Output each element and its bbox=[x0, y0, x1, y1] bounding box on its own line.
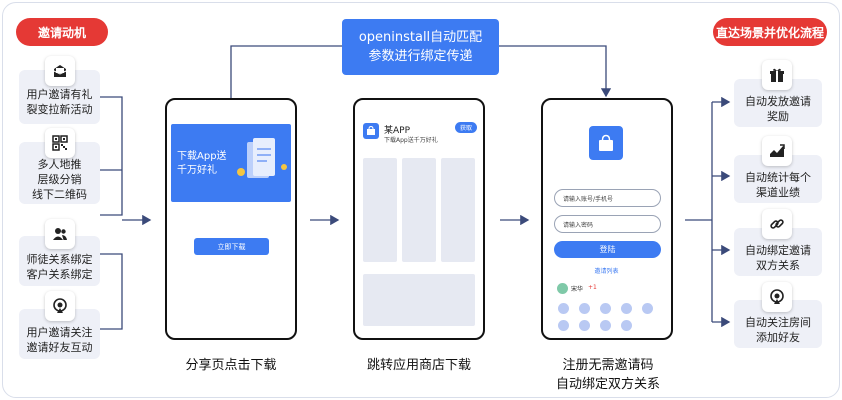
description-placeholder bbox=[363, 274, 475, 326]
avatar-placeholder bbox=[600, 320, 611, 331]
coin-icon bbox=[237, 168, 245, 176]
login-button[interactable]: 登陆 bbox=[554, 241, 661, 258]
coin-icon bbox=[281, 164, 287, 170]
avatar-placeholder bbox=[579, 320, 590, 331]
app-name: 某APP bbox=[384, 126, 411, 136]
live-room-icon bbox=[762, 282, 792, 312]
step1-caption: 分享页点击下载 bbox=[185, 358, 277, 373]
people-icon bbox=[45, 219, 75, 249]
motivation-card-2: 多人地推 层级分销 线下二维码 bbox=[19, 142, 100, 204]
banner-text: 下载App送 千万好礼 bbox=[177, 151, 227, 176]
link-icon bbox=[762, 209, 792, 239]
screenshot-placeholder bbox=[402, 158, 436, 262]
invite-list-title: 邀请列表 bbox=[594, 268, 619, 275]
app-logo-large bbox=[589, 126, 623, 160]
shopping-bag-icon bbox=[367, 126, 375, 135]
get-button[interactable]: 获取 bbox=[455, 122, 477, 133]
password-input[interactable]: 请输入密码 bbox=[554, 215, 661, 233]
invited-user-name: 宋华 bbox=[571, 286, 584, 293]
screenshot-placeholder bbox=[441, 158, 475, 262]
download-now-button[interactable]: 立即下载 bbox=[194, 238, 269, 255]
motivation-pill: 邀请动机 bbox=[16, 18, 108, 46]
qr-code-icon bbox=[45, 128, 75, 158]
scenario-pill: 直达场景并优化流程 bbox=[713, 18, 827, 46]
avatar-placeholder bbox=[558, 303, 569, 314]
avatar-placeholder bbox=[579, 303, 590, 314]
app-store-phone: 某APP 下载App送千万好礼 获取 bbox=[353, 98, 485, 340]
avatar-placeholder bbox=[558, 320, 569, 331]
avatar-placeholder bbox=[600, 303, 611, 314]
shopping-bag-icon bbox=[599, 134, 613, 151]
step3-caption: 注册无需邀请码 自动绑定双方关系 bbox=[555, 358, 660, 392]
account-input[interactable]: 请输入账号/手机号 bbox=[554, 189, 661, 207]
avatar-placeholder bbox=[621, 320, 632, 331]
invited-count: +1 bbox=[588, 284, 597, 291]
phone-illustration-icon bbox=[247, 138, 275, 182]
motivation-card-3: 师徒关系绑定 客户关系绑定 bbox=[19, 236, 100, 286]
app-subtitle: 下载App送千万好礼 bbox=[384, 137, 438, 144]
gift-box-icon bbox=[762, 60, 792, 90]
app-logo bbox=[363, 123, 379, 139]
step2-caption: 跳转应用商店下载 bbox=[366, 358, 471, 373]
screenshot-placeholder bbox=[363, 158, 397, 262]
share-page-phone: 下载App送 千万好礼 立即下载 bbox=[165, 98, 297, 340]
live-icon bbox=[45, 291, 75, 321]
promo-banner: 下载App送 千万好礼 bbox=[171, 124, 291, 202]
avatar-placeholder bbox=[621, 303, 632, 314]
gift-envelope-icon bbox=[45, 56, 75, 86]
motivation-card-1: 用户邀请有礼 裂变拉新活动 bbox=[19, 70, 100, 124]
trend-chart-icon bbox=[762, 136, 792, 166]
avatar bbox=[557, 283, 568, 294]
avatar-placeholder bbox=[642, 303, 653, 314]
match-box: openinstall自动匹配 参数进行绑定传递 bbox=[342, 19, 499, 75]
register-phone: 请输入账号/手机号 请输入密码 登陆 邀请列表 宋华 +1 bbox=[541, 98, 673, 340]
